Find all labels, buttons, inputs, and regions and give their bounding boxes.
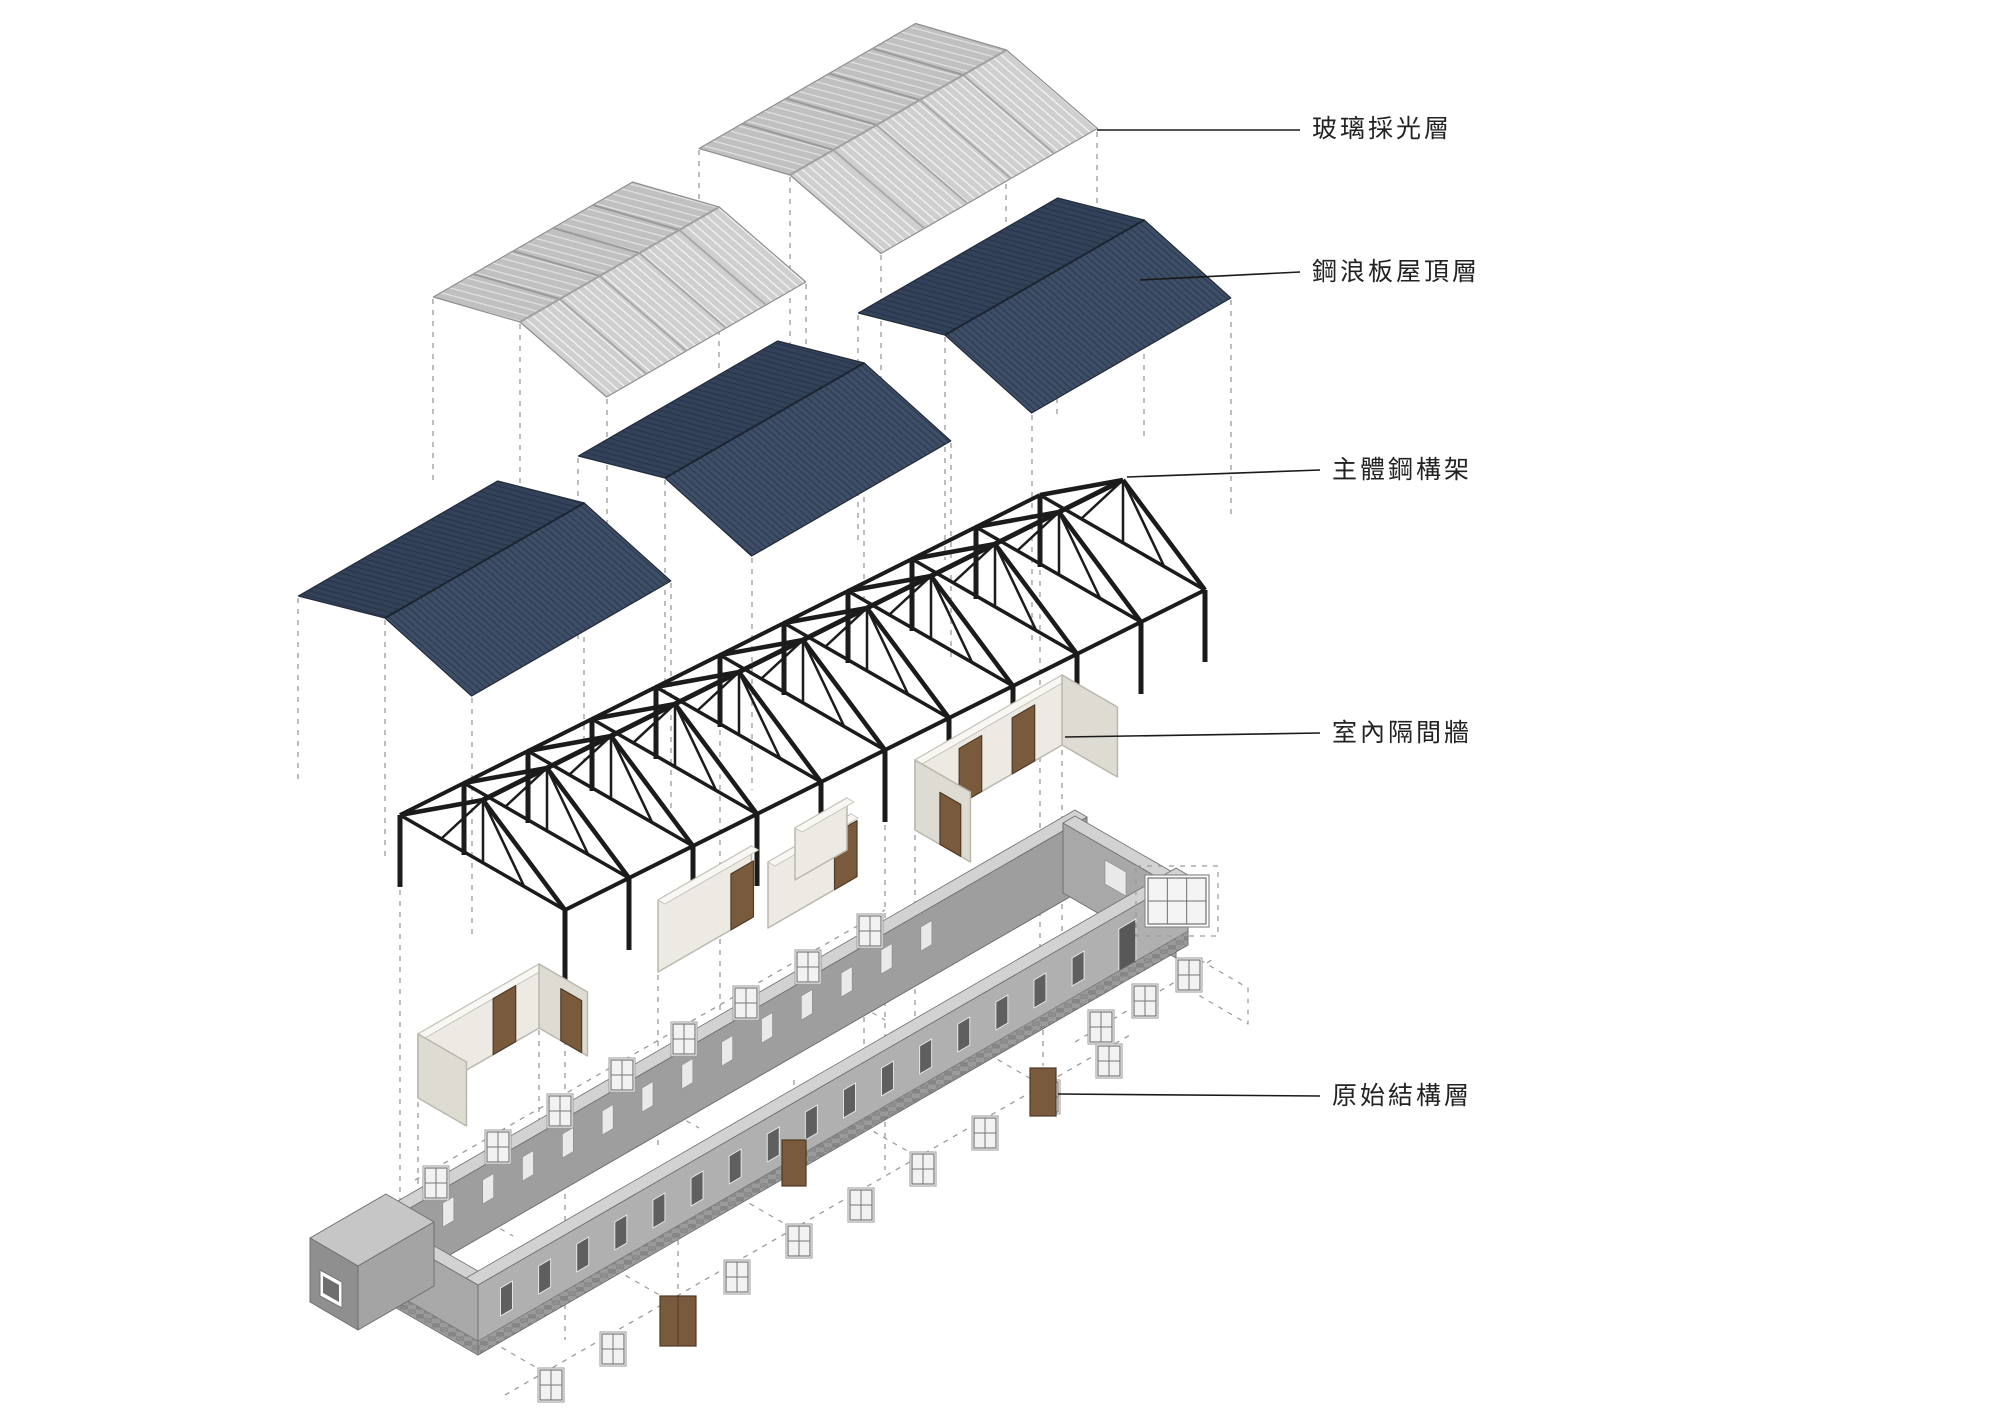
- label-main-steel-frame: 主體鋼構架: [1332, 456, 1473, 484]
- exploded-windows: [422, 865, 1219, 1403]
- main-steel-frame: [397, 477, 1208, 982]
- glass-skylight-roofs: [432, 22, 1099, 398]
- interior-partition-walls: [417, 674, 1119, 1127]
- original-structure: [309, 809, 1189, 1356]
- label-interior-partition-walls: 室內隔間牆: [1332, 719, 1473, 747]
- leader-lines: [1057, 129, 1321, 1097]
- exploded-doors: [659, 1067, 1057, 1347]
- label-original-structure-layer: 原始結構層: [1332, 1082, 1473, 1110]
- label-corrugated-steel-roof-layer: 鋼浪板屋頂層: [1312, 258, 1481, 286]
- corrugated-steel-roofs: [297, 197, 1232, 697]
- label-glass-skylight-layer: 玻璃採光層: [1312, 115, 1453, 143]
